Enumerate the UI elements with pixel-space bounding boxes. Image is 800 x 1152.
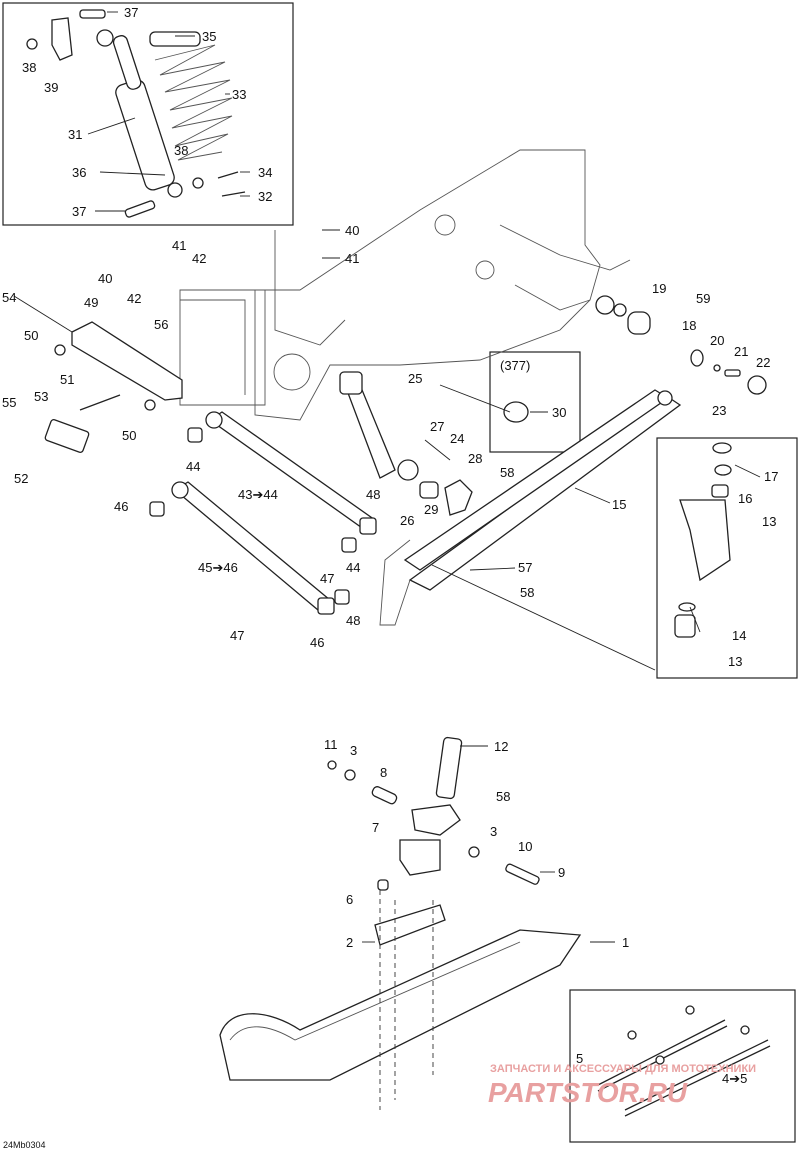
callout-21: 21 xyxy=(734,344,748,359)
callout-41a: 41 xyxy=(172,238,186,253)
callout-29: 29 xyxy=(424,502,438,517)
ski xyxy=(219,879,582,1081)
callout-3b: 3 xyxy=(490,824,497,839)
callout-48b: 48 xyxy=(346,613,360,628)
callout-23: 23 xyxy=(712,403,726,418)
shock-inset-box xyxy=(2,2,294,226)
callout-30: 30 xyxy=(552,405,566,420)
callout-57: 57 xyxy=(518,560,532,575)
frame-outline xyxy=(179,149,631,421)
callout-17: 17 xyxy=(764,469,778,484)
callout-49: 49 xyxy=(84,295,98,310)
callout-52: 52 xyxy=(14,471,28,486)
callout-58b: 58 xyxy=(520,585,534,600)
figure-code: 24Mb0304 xyxy=(3,1140,46,1150)
lower-trailing-arm xyxy=(149,481,350,615)
callout-6: 6 xyxy=(346,892,353,907)
callout-14: 14 xyxy=(732,628,746,643)
callout-8: 8 xyxy=(380,765,387,780)
callout-44b: 44 xyxy=(346,560,360,575)
callout-33: 33 xyxy=(232,87,246,102)
callout-18: 18 xyxy=(682,318,696,333)
watermark: ЗАПЧАСТИ И АКСЕССУАРЫ ДЛЯ МОТОТЕХНИКИ PA… xyxy=(488,1063,756,1108)
callout-45: 45➔46 xyxy=(198,560,238,575)
callout-15: 15 xyxy=(612,497,626,512)
ski-fasteners xyxy=(379,890,434,1110)
callout-53: 53 xyxy=(34,389,48,404)
callout-48a: 48 xyxy=(366,487,380,502)
callout-50a: 50 xyxy=(24,328,38,343)
callout-20: 20 xyxy=(710,333,724,348)
callout-1: 1 xyxy=(622,935,629,950)
sway-bar-link xyxy=(339,371,473,516)
callout-32: 32 xyxy=(258,189,272,204)
callout-3a: 3 xyxy=(350,743,357,758)
mounting-bracket xyxy=(44,321,183,453)
callout-37a: 37 xyxy=(124,5,138,20)
callout-31: 31 xyxy=(68,127,82,142)
callout-38b: 38 xyxy=(174,143,188,158)
kit-box xyxy=(489,351,581,453)
callout-44a: 44 xyxy=(186,459,200,474)
callout-55: 55 xyxy=(2,395,16,410)
callout-7: 7 xyxy=(372,820,379,835)
callout-12: 12 xyxy=(494,739,508,754)
callout-37b: 37 xyxy=(72,204,86,219)
callout-50b: 50 xyxy=(122,428,136,443)
callout-2: 2 xyxy=(346,935,353,950)
callout-25: 25 xyxy=(408,371,422,386)
callout-40b: 40 xyxy=(98,271,112,286)
callout-46a: 46 xyxy=(114,499,128,514)
callout-5a: 5 xyxy=(576,1051,583,1066)
callout-36: 36 xyxy=(72,165,86,180)
runners xyxy=(597,1005,771,1117)
callout-10: 10 xyxy=(518,839,532,854)
watermark-line2: PARTSTOR.RU xyxy=(488,1077,688,1108)
callout-59: 59 xyxy=(696,291,710,306)
kit-label: (377) xyxy=(500,358,530,373)
shock-absorber-group xyxy=(26,9,246,218)
callout-42b: 42 xyxy=(127,291,141,306)
callout-22: 22 xyxy=(756,355,770,370)
a-arm xyxy=(379,389,682,626)
callout-41b: 41 xyxy=(345,251,359,266)
ski-leg-inset-box xyxy=(656,437,798,679)
callout-4-5: 4➔5 xyxy=(722,1071,747,1086)
watermark-line1: ЗАПЧАСТИ И АКСЕССУАРЫ ДЛЯ МОТОТЕХНИКИ xyxy=(490,1063,756,1075)
pivot-hardware xyxy=(503,295,767,423)
callout-54: 54 xyxy=(2,290,16,305)
callout-38a: 38 xyxy=(22,60,36,75)
callout-24: 24 xyxy=(450,431,464,446)
callout-47b: 47 xyxy=(230,628,244,643)
callout-26: 26 xyxy=(400,513,414,528)
callout-42a: 42 xyxy=(192,251,206,266)
callout-19: 19 xyxy=(652,281,666,296)
callout-13a: 13 xyxy=(762,514,776,529)
callout-28: 28 xyxy=(468,451,482,466)
callout-16: 16 xyxy=(738,491,752,506)
leader-lines xyxy=(13,11,761,943)
callout-47a: 47 xyxy=(320,571,334,586)
callout-58c: 58 xyxy=(496,789,510,804)
upper-trailing-arm xyxy=(187,411,377,553)
callout-58a: 58 xyxy=(500,465,514,480)
ski-leg-detail xyxy=(674,442,732,638)
callout-39: 39 xyxy=(44,80,58,95)
callout-40a: 40 xyxy=(345,223,359,238)
callout-13b: 13 xyxy=(728,654,742,669)
callout-46b: 46 xyxy=(310,635,324,650)
callout-27: 27 xyxy=(430,419,444,434)
runner-inset-box xyxy=(569,989,796,1143)
callout-9: 9 xyxy=(558,865,565,880)
spindle xyxy=(327,736,540,885)
callout-56: 56 xyxy=(154,317,168,332)
callout-43: 43➔44 xyxy=(238,487,278,502)
callout-34: 34 xyxy=(258,165,272,180)
callout-35: 35 xyxy=(202,29,216,44)
callout-51: 51 xyxy=(60,372,74,387)
callout-11: 11 xyxy=(324,737,338,752)
callout-labels: 37 35 38 39 33 31 38 36 34 37 32 40 41 4… xyxy=(2,5,778,1150)
